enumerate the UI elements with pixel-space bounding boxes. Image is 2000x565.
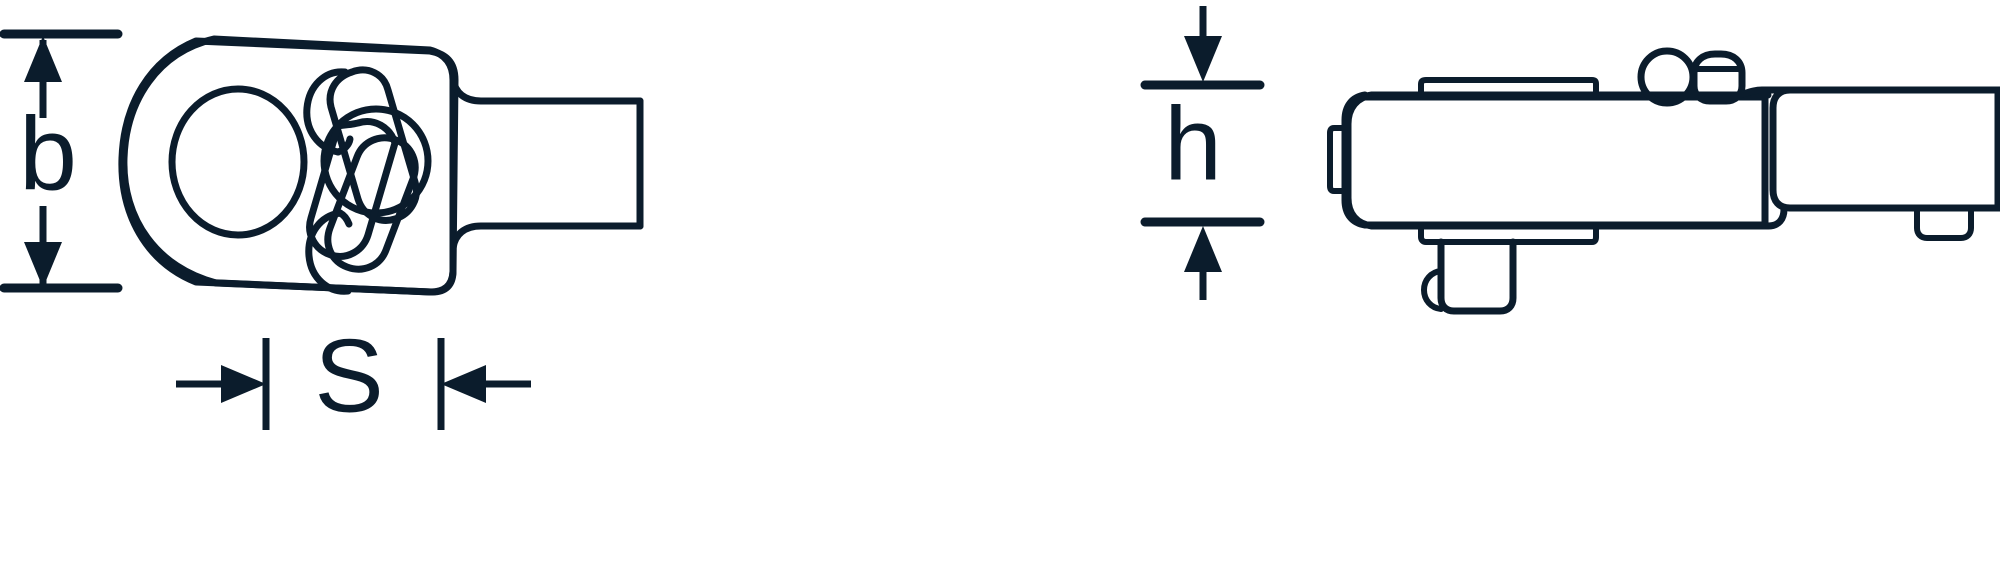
ratchet-lever-lower-arm-shape bbox=[324, 134, 419, 273]
dim-h-label: h bbox=[1164, 86, 1222, 202]
dim-s-left-arrow-head-icon bbox=[221, 365, 266, 403]
top-plate bbox=[1418, 77, 1599, 98]
dim-s-right-arrow-head-icon bbox=[441, 365, 486, 403]
dim-b-upper-arrow-head-icon bbox=[24, 36, 62, 82]
ratchet-pawl-upper-lower-arc bbox=[334, 135, 354, 156]
bottom-plate bbox=[1418, 223, 1599, 245]
insert-shank bbox=[1769, 86, 2000, 212]
front-view: b bbox=[0, 29, 644, 434]
square-drive-bore bbox=[168, 85, 308, 239]
ratchet-pawl-lower-upper-arc bbox=[336, 209, 353, 228]
head-outer-contour bbox=[120, 35, 457, 296]
shank-bottom-edge bbox=[449, 222, 644, 252]
side-body-left-edge bbox=[1344, 91, 1376, 230]
drive-square bbox=[1437, 238, 1517, 315]
shank-top-edge bbox=[449, 75, 644, 105]
dim-h-upper-arrow-head-icon bbox=[1184, 36, 1222, 82]
side-view: h bbox=[1140, 6, 2000, 315]
dim-h-lower-arrow-head-icon bbox=[1184, 226, 1222, 272]
side-tab bbox=[1327, 125, 1350, 194]
dim-s-label: S bbox=[314, 318, 383, 434]
side-shank-bottom-transition bbox=[1764, 205, 1788, 230]
ratchet-pawl-upper bbox=[303, 68, 349, 156]
side-body-outline bbox=[1341, 91, 1769, 229]
reversing-knob-right bbox=[1690, 50, 1746, 105]
ratchet-pawl-lower bbox=[305, 209, 352, 295]
shank-lug bbox=[1914, 205, 1974, 241]
dim-b-label: b bbox=[19, 96, 77, 212]
dim-b-lower-arrow-head-icon bbox=[24, 242, 62, 288]
drive-square-detent bbox=[1421, 268, 1444, 312]
side-shank-top-transition bbox=[1714, 86, 1794, 102]
